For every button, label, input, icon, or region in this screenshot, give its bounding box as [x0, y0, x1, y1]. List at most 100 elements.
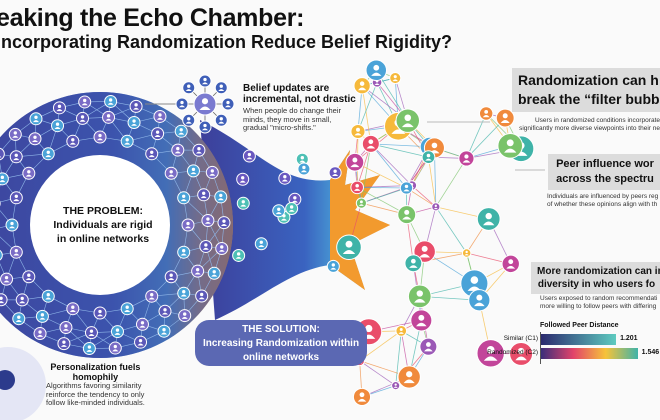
person-node [199, 239, 213, 253]
person-node [0, 293, 8, 307]
person-node [391, 381, 401, 391]
person-node [497, 133, 524, 159]
person-node [395, 325, 408, 337]
person-node [460, 269, 489, 298]
person-node [66, 302, 80, 316]
finding-3-desc-1: Users exposed to random recommendati [540, 295, 658, 302]
person-node [175, 97, 189, 111]
person-node [178, 309, 192, 323]
person-node [120, 134, 134, 148]
finding-1-desc-2: significantly more diverse viewpoints in… [519, 124, 660, 132]
person-node [254, 237, 268, 251]
problem-heading: THE PROBLEM: [63, 205, 143, 217]
solution-text-2: online networks [242, 352, 320, 363]
person-node [205, 165, 219, 179]
person-node [326, 259, 340, 273]
personalization-heading-2: homophily [72, 372, 119, 382]
person-node [297, 162, 311, 176]
person-node [399, 181, 414, 195]
person-node [0, 272, 14, 286]
person-node [215, 241, 229, 255]
person-node [15, 293, 29, 307]
person-node [350, 123, 366, 140]
finding-3-desc-2: more willing to follow peers with differ… [540, 302, 657, 310]
solution-text-1: Increasing Randomization within [202, 338, 360, 349]
person-node [285, 201, 299, 215]
person-node [22, 270, 36, 284]
person-node [52, 101, 66, 115]
person-node [478, 106, 494, 121]
person-node [431, 202, 441, 212]
person-node [404, 254, 423, 273]
finding-2-desc-1: Individuals are influenced by peers reg [547, 193, 659, 200]
finding-1-heading-2: break the “filter bubb [518, 91, 660, 107]
belief-desc-3: gradual "micro-shifts." [243, 123, 316, 132]
person-node [110, 325, 124, 339]
person-node [181, 218, 195, 232]
person-node [355, 197, 367, 209]
person-node [164, 270, 178, 284]
person-node [5, 218, 19, 232]
person-node [76, 111, 90, 125]
person-node [9, 191, 23, 205]
person-node [0, 172, 9, 186]
person-node [33, 327, 47, 341]
person-node [501, 254, 520, 274]
solution-banner: THE SOLUTION: Increasing Randomization w… [195, 320, 367, 366]
person-node [93, 306, 107, 320]
belief-desc-1: When people do change their [243, 106, 341, 115]
person-node [207, 266, 221, 280]
belief-heading-2: incremental, not drastic [243, 94, 356, 105]
person-node [93, 130, 107, 144]
person-node [135, 317, 149, 331]
person-node [120, 302, 134, 316]
person-node [476, 339, 505, 368]
person-node [78, 95, 92, 109]
category-label: Randomized (C2) [487, 349, 538, 356]
person-node [395, 108, 421, 133]
person-node [9, 245, 23, 259]
person-node [102, 110, 116, 124]
finding-3-heading-2: diversity in who users fo [537, 279, 656, 290]
person-node [352, 387, 372, 406]
belief-desc-2: minds, they move in small, [243, 114, 332, 124]
person-node [198, 74, 212, 88]
person-node [195, 289, 209, 303]
person-node [177, 286, 191, 300]
problem-label: THE PROBLEM: Individuals are rigid in on… [38, 204, 168, 246]
person-node [509, 341, 534, 366]
person-node [192, 143, 206, 157]
belief-hub [145, 74, 235, 134]
person-node [41, 289, 55, 303]
person-node [236, 172, 250, 186]
data-label: 1.546 [641, 349, 660, 356]
title-line-2: Incorporating Randomization Reduce Belie… [0, 32, 453, 52]
data-label: 1.201 [620, 335, 638, 342]
person-node [397, 205, 417, 225]
person-node [193, 92, 217, 116]
personalization-desc-2: reinforce the tendency to only [46, 389, 145, 399]
person-node [214, 81, 228, 95]
person-node [182, 113, 196, 127]
person-node [201, 214, 215, 228]
person-node [145, 289, 159, 303]
person-node [66, 134, 80, 148]
finding-1-heading-1: Randomization can h [518, 72, 659, 88]
person-node [495, 108, 515, 128]
person-node [476, 207, 501, 231]
finding-3-heading: More randomization can in diversity in w… [531, 262, 660, 294]
person-node [51, 119, 65, 133]
person-node [232, 248, 246, 262]
chart-axis [540, 332, 541, 364]
person-node [0, 147, 5, 161]
finding-2-heading: Peer influence wor across the spectru [548, 154, 660, 190]
person-node [153, 109, 167, 123]
person-node [242, 149, 256, 163]
person-node [214, 190, 228, 204]
person-node [336, 234, 362, 261]
person-node [350, 180, 364, 195]
person-node [186, 164, 200, 178]
finding-1-heading: Randomization can h break the “filter bu… [512, 68, 660, 112]
problem-circle [30, 155, 170, 295]
person-node [197, 188, 211, 202]
